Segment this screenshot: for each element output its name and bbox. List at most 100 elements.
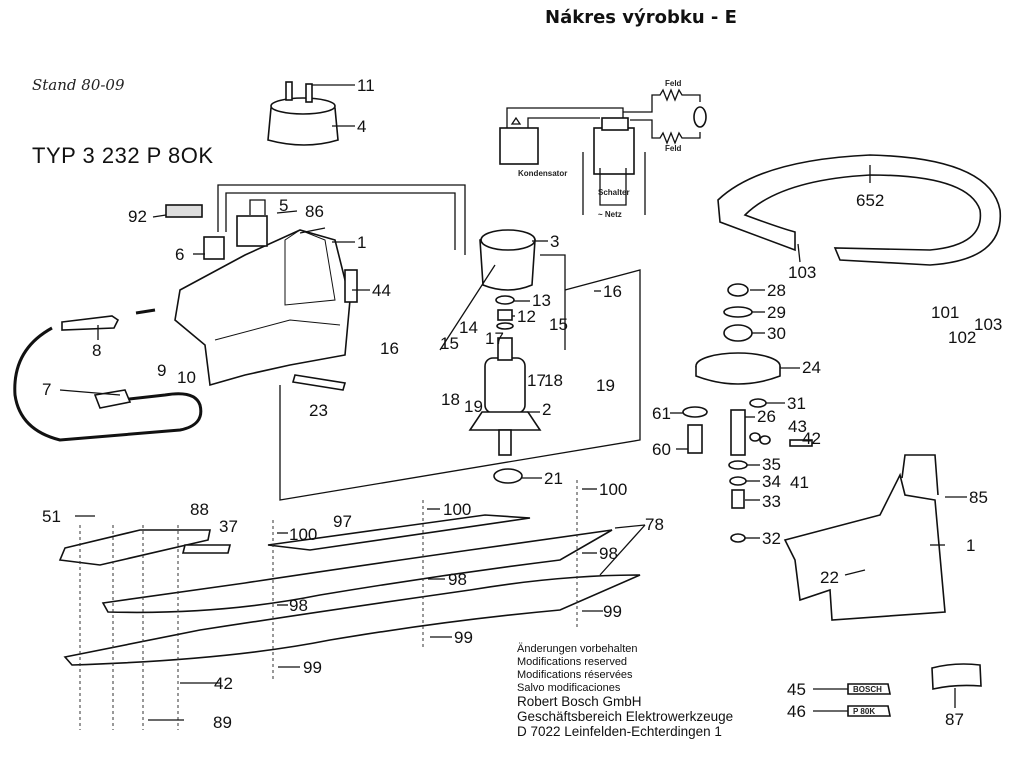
label-103: 103 <box>974 315 1002 334</box>
plug <box>93 389 132 409</box>
part-92 <box>165 204 203 218</box>
base-plate <box>58 529 211 566</box>
label-30: 30 <box>767 324 786 343</box>
label-98: 98 <box>289 596 308 615</box>
part-23 <box>291 374 347 391</box>
label-41: 41 <box>790 473 809 492</box>
label-31: 31 <box>787 394 806 413</box>
label-89: 89 <box>213 713 232 732</box>
label-29: 29 <box>767 303 786 322</box>
label-61: 61 <box>652 404 671 423</box>
label-19: 19 <box>464 397 483 416</box>
label-2: 2 <box>542 400 551 419</box>
label-1: 1 <box>357 233 366 252</box>
label-5: 5 <box>279 196 288 215</box>
label-9: 9 <box>157 361 166 380</box>
svg-text:P 80K: P 80K <box>853 707 875 716</box>
page-title: Nákres výrobku - E <box>545 7 737 28</box>
screw-11b <box>305 83 313 103</box>
label-10: 10 <box>177 368 196 387</box>
housing-left <box>165 204 358 391</box>
notice-line: Modifications réservées <box>517 669 633 681</box>
label-7: 7 <box>42 380 51 399</box>
part-6 <box>203 236 225 260</box>
motor-symbol <box>693 106 707 128</box>
badge-45: BOSCH <box>847 683 891 695</box>
wiring-schematic: Kondensator Schalter ~ Netz Feld Feld <box>499 79 707 219</box>
label-8: 8 <box>92 341 101 360</box>
label-42: 42 <box>802 429 821 448</box>
label-45: 45 <box>787 680 806 699</box>
badge-46: P 80K <box>847 705 891 717</box>
lower-blade <box>63 574 641 666</box>
field-coil-3 <box>479 229 536 291</box>
company-line: D 7022 Leinfelden-Echterdingen 1 <box>517 724 722 739</box>
gear-housing-part-1 <box>783 472 946 621</box>
wire <box>510 116 522 125</box>
label-22: 22 <box>820 568 839 587</box>
part-97 <box>267 514 531 551</box>
label-35: 35 <box>762 455 781 474</box>
company-address: Robert Bosch GmbH Geschäftsbereich Elekt… <box>517 694 733 739</box>
part-labels: 11 4 5 86 92 6 1 44 8 9 10 7 23 3 13 12 … <box>42 76 1002 732</box>
label-15: 15 <box>440 334 459 353</box>
label-23: 23 <box>309 401 328 420</box>
wire <box>527 117 600 128</box>
label-97: 97 <box>333 512 352 531</box>
label-34: 34 <box>762 472 781 491</box>
field-coil-bottom <box>630 119 701 145</box>
capacitor-box <box>499 127 539 165</box>
label-51: 51 <box>42 507 61 526</box>
switch-top <box>601 117 629 131</box>
label-85: 85 <box>969 488 988 507</box>
notice-line: Modifications reserved <box>517 656 628 668</box>
company-line: Geschäftsbereich Elektrowerkzeuge <box>517 709 734 724</box>
label-28: 28 <box>767 281 786 300</box>
label-6: 6 <box>175 245 184 264</box>
power-cable <box>13 326 203 442</box>
label-60: 60 <box>652 440 671 459</box>
label-18: 18 <box>544 371 563 390</box>
stand-date: Stand 80-09 <box>32 76 125 94</box>
label-37: 37 <box>219 517 238 536</box>
label-1: 1 <box>966 536 975 555</box>
part-37 <box>181 544 232 554</box>
switch-label: Schalter <box>598 188 630 197</box>
label-100: 100 <box>289 525 317 544</box>
blade-assembly <box>58 480 641 730</box>
label-17: 17 <box>527 371 546 390</box>
label-19: 19 <box>596 376 615 395</box>
mains-wire <box>582 152 646 215</box>
label-99: 99 <box>603 602 622 621</box>
switch-body <box>593 127 635 175</box>
screw-11a <box>285 81 293 101</box>
label-16: 16 <box>603 282 622 301</box>
label-78: 78 <box>645 515 664 534</box>
label-12: 12 <box>517 307 536 326</box>
label-17: 17 <box>485 329 504 348</box>
label-99: 99 <box>454 628 473 647</box>
upper-blade <box>101 529 613 614</box>
modifications-notice: Änderungen vorbehalten Modifications res… <box>517 643 637 695</box>
part-13 <box>495 295 515 305</box>
label-98: 98 <box>448 570 467 589</box>
label-16: 16 <box>380 339 399 358</box>
switch-handle <box>599 168 627 206</box>
part-14 <box>496 322 514 330</box>
part-44 <box>344 269 358 303</box>
gear-assembly <box>682 283 813 543</box>
label-21: 21 <box>544 469 563 488</box>
cover-top <box>270 97 336 115</box>
label-4: 4 <box>357 117 366 136</box>
label-24: 24 <box>802 358 821 377</box>
notice-line: Änderungen vorbehalten <box>517 643 638 655</box>
label-88: 88 <box>190 500 209 519</box>
label-92: 92 <box>128 207 147 226</box>
label-99: 99 <box>303 658 322 677</box>
label-87: 87 <box>945 710 964 729</box>
company-line: Robert Bosch GmbH <box>517 694 642 709</box>
label-43: 43 <box>788 417 807 436</box>
type-label: TYP 3 232 P 8OK <box>32 143 214 168</box>
part-87 <box>931 663 982 690</box>
